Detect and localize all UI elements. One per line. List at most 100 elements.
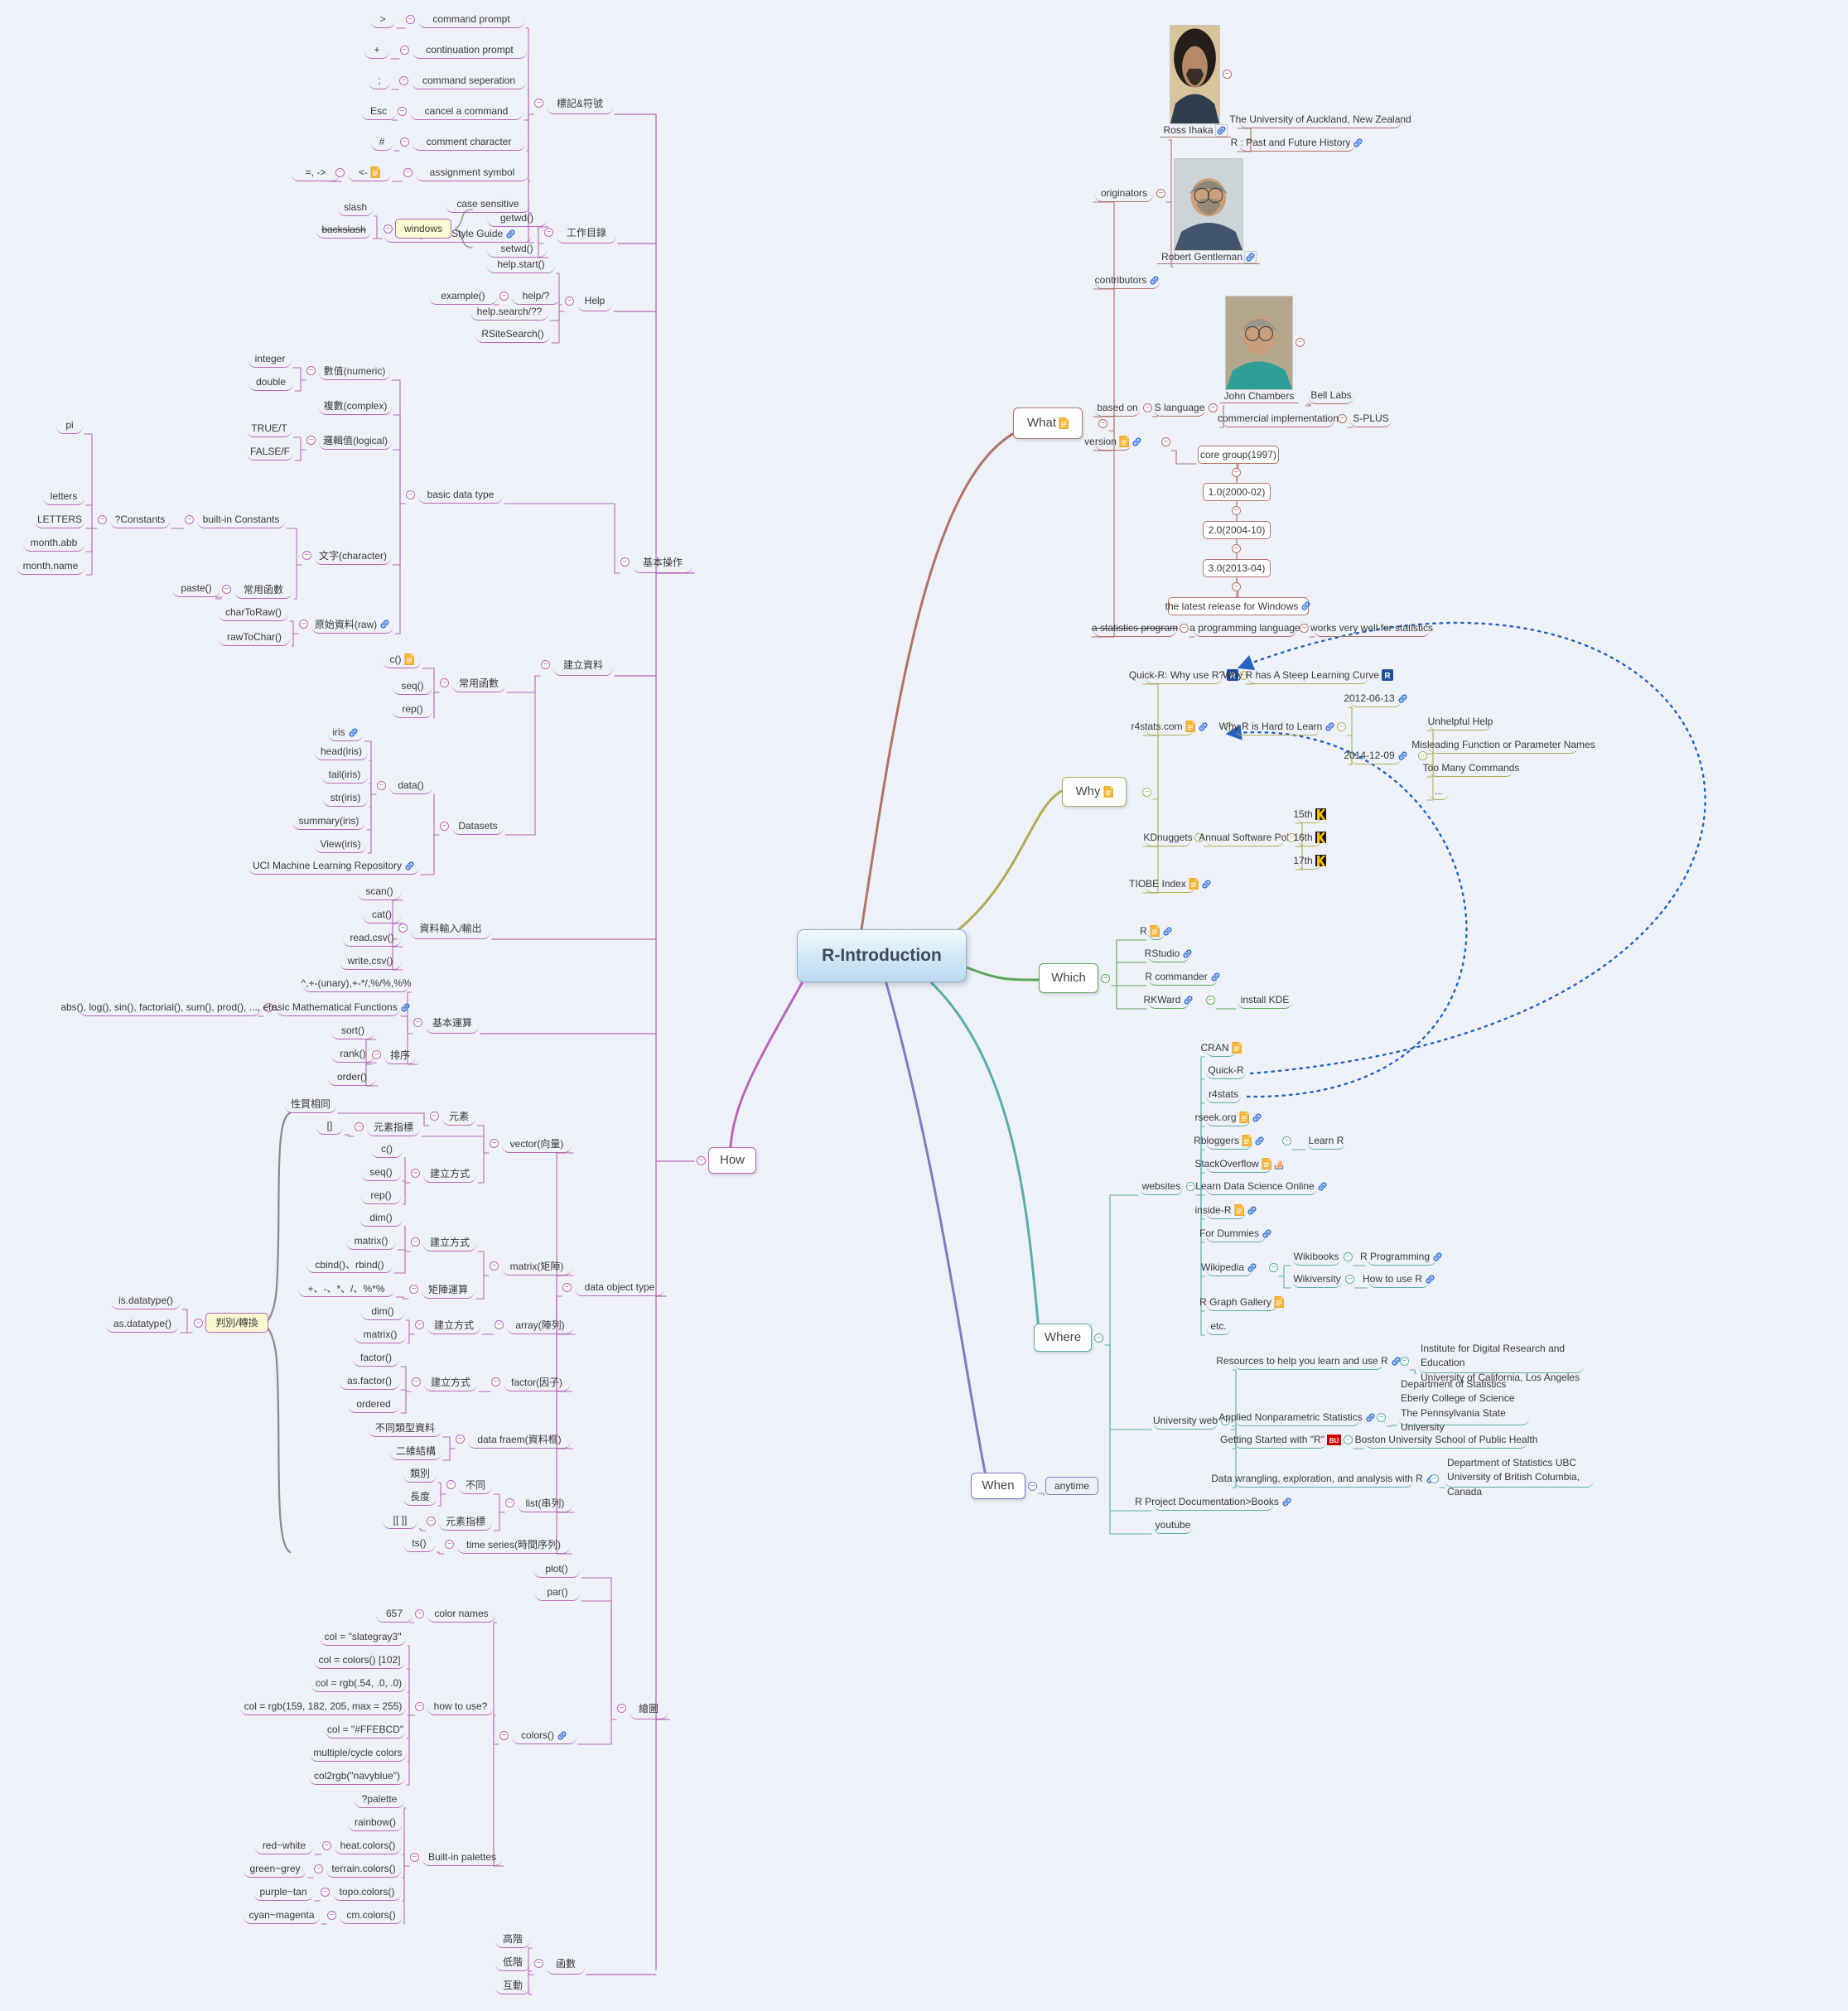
rstudio[interactable]: RStudio bbox=[1145, 946, 1192, 962]
help-topic[interactable]: Help− bbox=[565, 292, 612, 311]
windows-collapse-handle[interactable]: − bbox=[384, 224, 393, 234]
getting-started-r[interactable]: Getting Started with "R"BU− bbox=[1220, 1432, 1353, 1449]
getting-started-r-collapse-handle[interactable]: − bbox=[1344, 1435, 1353, 1444]
help-q[interactable]: help/?− bbox=[499, 288, 560, 305]
wikibooks[interactable]: Wikibooks− bbox=[1292, 1249, 1353, 1266]
commercial-impl[interactable]: commercial implementation− bbox=[1218, 411, 1347, 427]
uci-repository[interactable]: UCI Machine Learning Repository bbox=[248, 858, 419, 875]
head-iris[interactable]: head(iris) bbox=[315, 744, 368, 760]
datasets-collapse-handle[interactable]: − bbox=[440, 822, 449, 831]
letters-const[interactable]: letters bbox=[43, 489, 84, 505]
misleading-names[interactable]: Misleading Function or Parameter Names bbox=[1411, 737, 1595, 754]
create-way-m[interactable]: 建立方式− bbox=[411, 1233, 476, 1251]
green-grey[interactable]: green~grey bbox=[244, 1861, 306, 1878]
logical[interactable]: 邏輯值(logical)− bbox=[306, 432, 392, 450]
rbloggers-collapse-handle[interactable]: − bbox=[1282, 1136, 1291, 1145]
functions-level[interactable]: 函數− bbox=[534, 1953, 585, 1975]
create-way-a-collapse-handle[interactable]: − bbox=[415, 1320, 424, 1329]
learn-r[interactable]: Learn R bbox=[1307, 1133, 1345, 1150]
seq-fn[interactable]: seq() bbox=[393, 678, 432, 695]
r-commander[interactable]: R commander bbox=[1145, 969, 1220, 986]
read-csv[interactable]: read.csv() bbox=[343, 930, 401, 947]
v3-0[interactable]: 3.0(2013-04) bbox=[1203, 559, 1271, 577]
date-2012-06-13[interactable]: 2012-06-13 bbox=[1344, 691, 1407, 707]
builtin-palettes[interactable]: Built-in palettes− bbox=[410, 1849, 502, 1866]
data-frame-type[interactable]: data fraem(資料框)− bbox=[456, 1430, 571, 1449]
bell-labs[interactable]: Bell Labs bbox=[1309, 388, 1353, 404]
semicolon[interactable]: ; bbox=[369, 73, 390, 89]
builtin-palettes-collapse-handle[interactable]: − bbox=[410, 1853, 419, 1862]
topic-where-collapse-handle[interactable]: − bbox=[1094, 1333, 1103, 1343]
v2-0[interactable]: 2.0(2004-10) bbox=[1203, 521, 1271, 539]
resources-ucla[interactable]: Resources to help you learn and use R− bbox=[1216, 1353, 1409, 1370]
cancel-a-command-collapse-handle[interactable]: − bbox=[398, 107, 407, 116]
topic-what-collapse-handle[interactable]: − bbox=[1098, 419, 1107, 428]
functions-level-collapse-handle[interactable]: − bbox=[534, 1959, 543, 1968]
how-to-use[interactable]: how to use?− bbox=[415, 1699, 494, 1715]
ross-ihaka[interactable]: Ross Ihaka− bbox=[1159, 25, 1232, 140]
double[interactable]: double bbox=[248, 374, 293, 391]
a-statistics-program[interactable]: a statistics program− bbox=[1092, 620, 1189, 637]
integer[interactable]: integer bbox=[248, 351, 292, 368]
version-chain-handle-3[interactable]: − bbox=[1232, 544, 1241, 553]
numeric[interactable]: 數值(numeric)− bbox=[306, 362, 390, 380]
topic-how[interactable]: How− bbox=[697, 1147, 756, 1174]
topic-which-collapse-handle[interactable]: − bbox=[1101, 974, 1110, 983]
latest-release-windows[interactable]: the latest release for Windows bbox=[1165, 597, 1310, 615]
red-white[interactable]: red~white bbox=[255, 1838, 313, 1854]
commercial-impl-collapse-handle[interactable]: − bbox=[1338, 414, 1347, 423]
vector[interactable]: vector(向量)− bbox=[490, 1135, 572, 1153]
character-collapse-handle[interactable]: − bbox=[302, 551, 311, 560]
comment-character[interactable]: comment character− bbox=[400, 134, 525, 151]
working-directory[interactable]: 工作目錄− bbox=[544, 222, 616, 244]
n657[interactable]: 657 bbox=[376, 1606, 413, 1623]
basic-math-functions[interactable]: Basic Mathematical Functions− bbox=[264, 1000, 410, 1016]
col-colors102[interactable]: col = colors() [102] bbox=[314, 1652, 405, 1669]
color-names[interactable]: color names− bbox=[415, 1606, 495, 1623]
etc-websites[interactable]: etc. bbox=[1206, 1319, 1231, 1335]
q-constants-collapse-handle[interactable]: − bbox=[98, 515, 107, 524]
color-names-collapse-handle[interactable]: − bbox=[415, 1609, 424, 1618]
data-frame-type-collapse-handle[interactable]: − bbox=[456, 1435, 465, 1444]
applied-nonparam-stats-collapse-handle[interactable]: − bbox=[1377, 1413, 1386, 1422]
marks-symbols-collapse-handle[interactable]: − bbox=[534, 99, 543, 108]
topic-when-collapse-handle[interactable]: − bbox=[1028, 1482, 1037, 1491]
list-type[interactable]: list(串列)− bbox=[505, 1494, 572, 1512]
logical-collapse-handle[interactable]: − bbox=[306, 436, 316, 445]
rbloggers[interactable]: Rbloggers− bbox=[1194, 1133, 1291, 1150]
command-prompt[interactable]: command prompt− bbox=[406, 12, 524, 28]
install-kde[interactable]: install KDE bbox=[1238, 992, 1292, 1009]
quickr-why-use-r-collapse-handle[interactable]: − bbox=[1239, 671, 1248, 680]
center-r-introduction[interactable]: R-Introduction bbox=[797, 929, 967, 982]
data-wrangling-r[interactable]: Data wrangling, exploration, and analysi… bbox=[1211, 1471, 1439, 1488]
ellipsis-more[interactable]: ... bbox=[1429, 784, 1449, 800]
create-way-m-collapse-handle[interactable]: − bbox=[411, 1237, 420, 1247]
basic-data-type-collapse-handle[interactable]: − bbox=[406, 490, 415, 499]
matrix-ops[interactable]: 矩陣運算− bbox=[409, 1280, 475, 1299]
order-fn[interactable]: order() bbox=[328, 1069, 376, 1086]
based-on[interactable]: based on− bbox=[1095, 400, 1152, 417]
heat-colors-collapse-handle[interactable]: − bbox=[322, 1841, 331, 1850]
rep-fn-v[interactable]: rep() bbox=[361, 1188, 401, 1204]
websites-collapse-handle[interactable]: − bbox=[1186, 1182, 1195, 1191]
tiobe-index[interactable]: TIOBE Index bbox=[1129, 876, 1211, 893]
data-fn[interactable]: data()− bbox=[377, 778, 432, 794]
paste-fn[interactable]: paste() bbox=[172, 581, 220, 597]
scan-fn[interactable]: scan() bbox=[358, 884, 401, 900]
version-collapse-handle[interactable]: − bbox=[1161, 437, 1170, 446]
judge-convert[interactable]: 判別/轉換− bbox=[194, 1313, 268, 1333]
topic-when[interactable]: When− bbox=[971, 1473, 1037, 1499]
interactive-level[interactable]: 互動 bbox=[495, 1976, 530, 1994]
command-seperation[interactable]: command seperation− bbox=[399, 73, 526, 89]
col-slategray[interactable]: col = "slategray3" bbox=[320, 1629, 406, 1646]
col-hex[interactable]: col = "#FFEBCD" bbox=[326, 1722, 405, 1739]
raw-data[interactable]: 原始資料(raw)− bbox=[299, 615, 393, 634]
help-start[interactable]: help.start() bbox=[487, 257, 555, 273]
col2rgb[interactable]: col2rgb("navyblue") bbox=[309, 1768, 405, 1785]
chartoraw[interactable]: charToRaw() bbox=[219, 605, 288, 621]
comment-character-collapse-handle[interactable]: − bbox=[400, 137, 409, 147]
v1-0[interactable]: 1.0(2000-02) bbox=[1203, 483, 1271, 501]
ross-ihaka-collapse-handle[interactable]: − bbox=[1223, 70, 1232, 79]
working-directory-collapse-handle[interactable]: − bbox=[544, 228, 553, 237]
